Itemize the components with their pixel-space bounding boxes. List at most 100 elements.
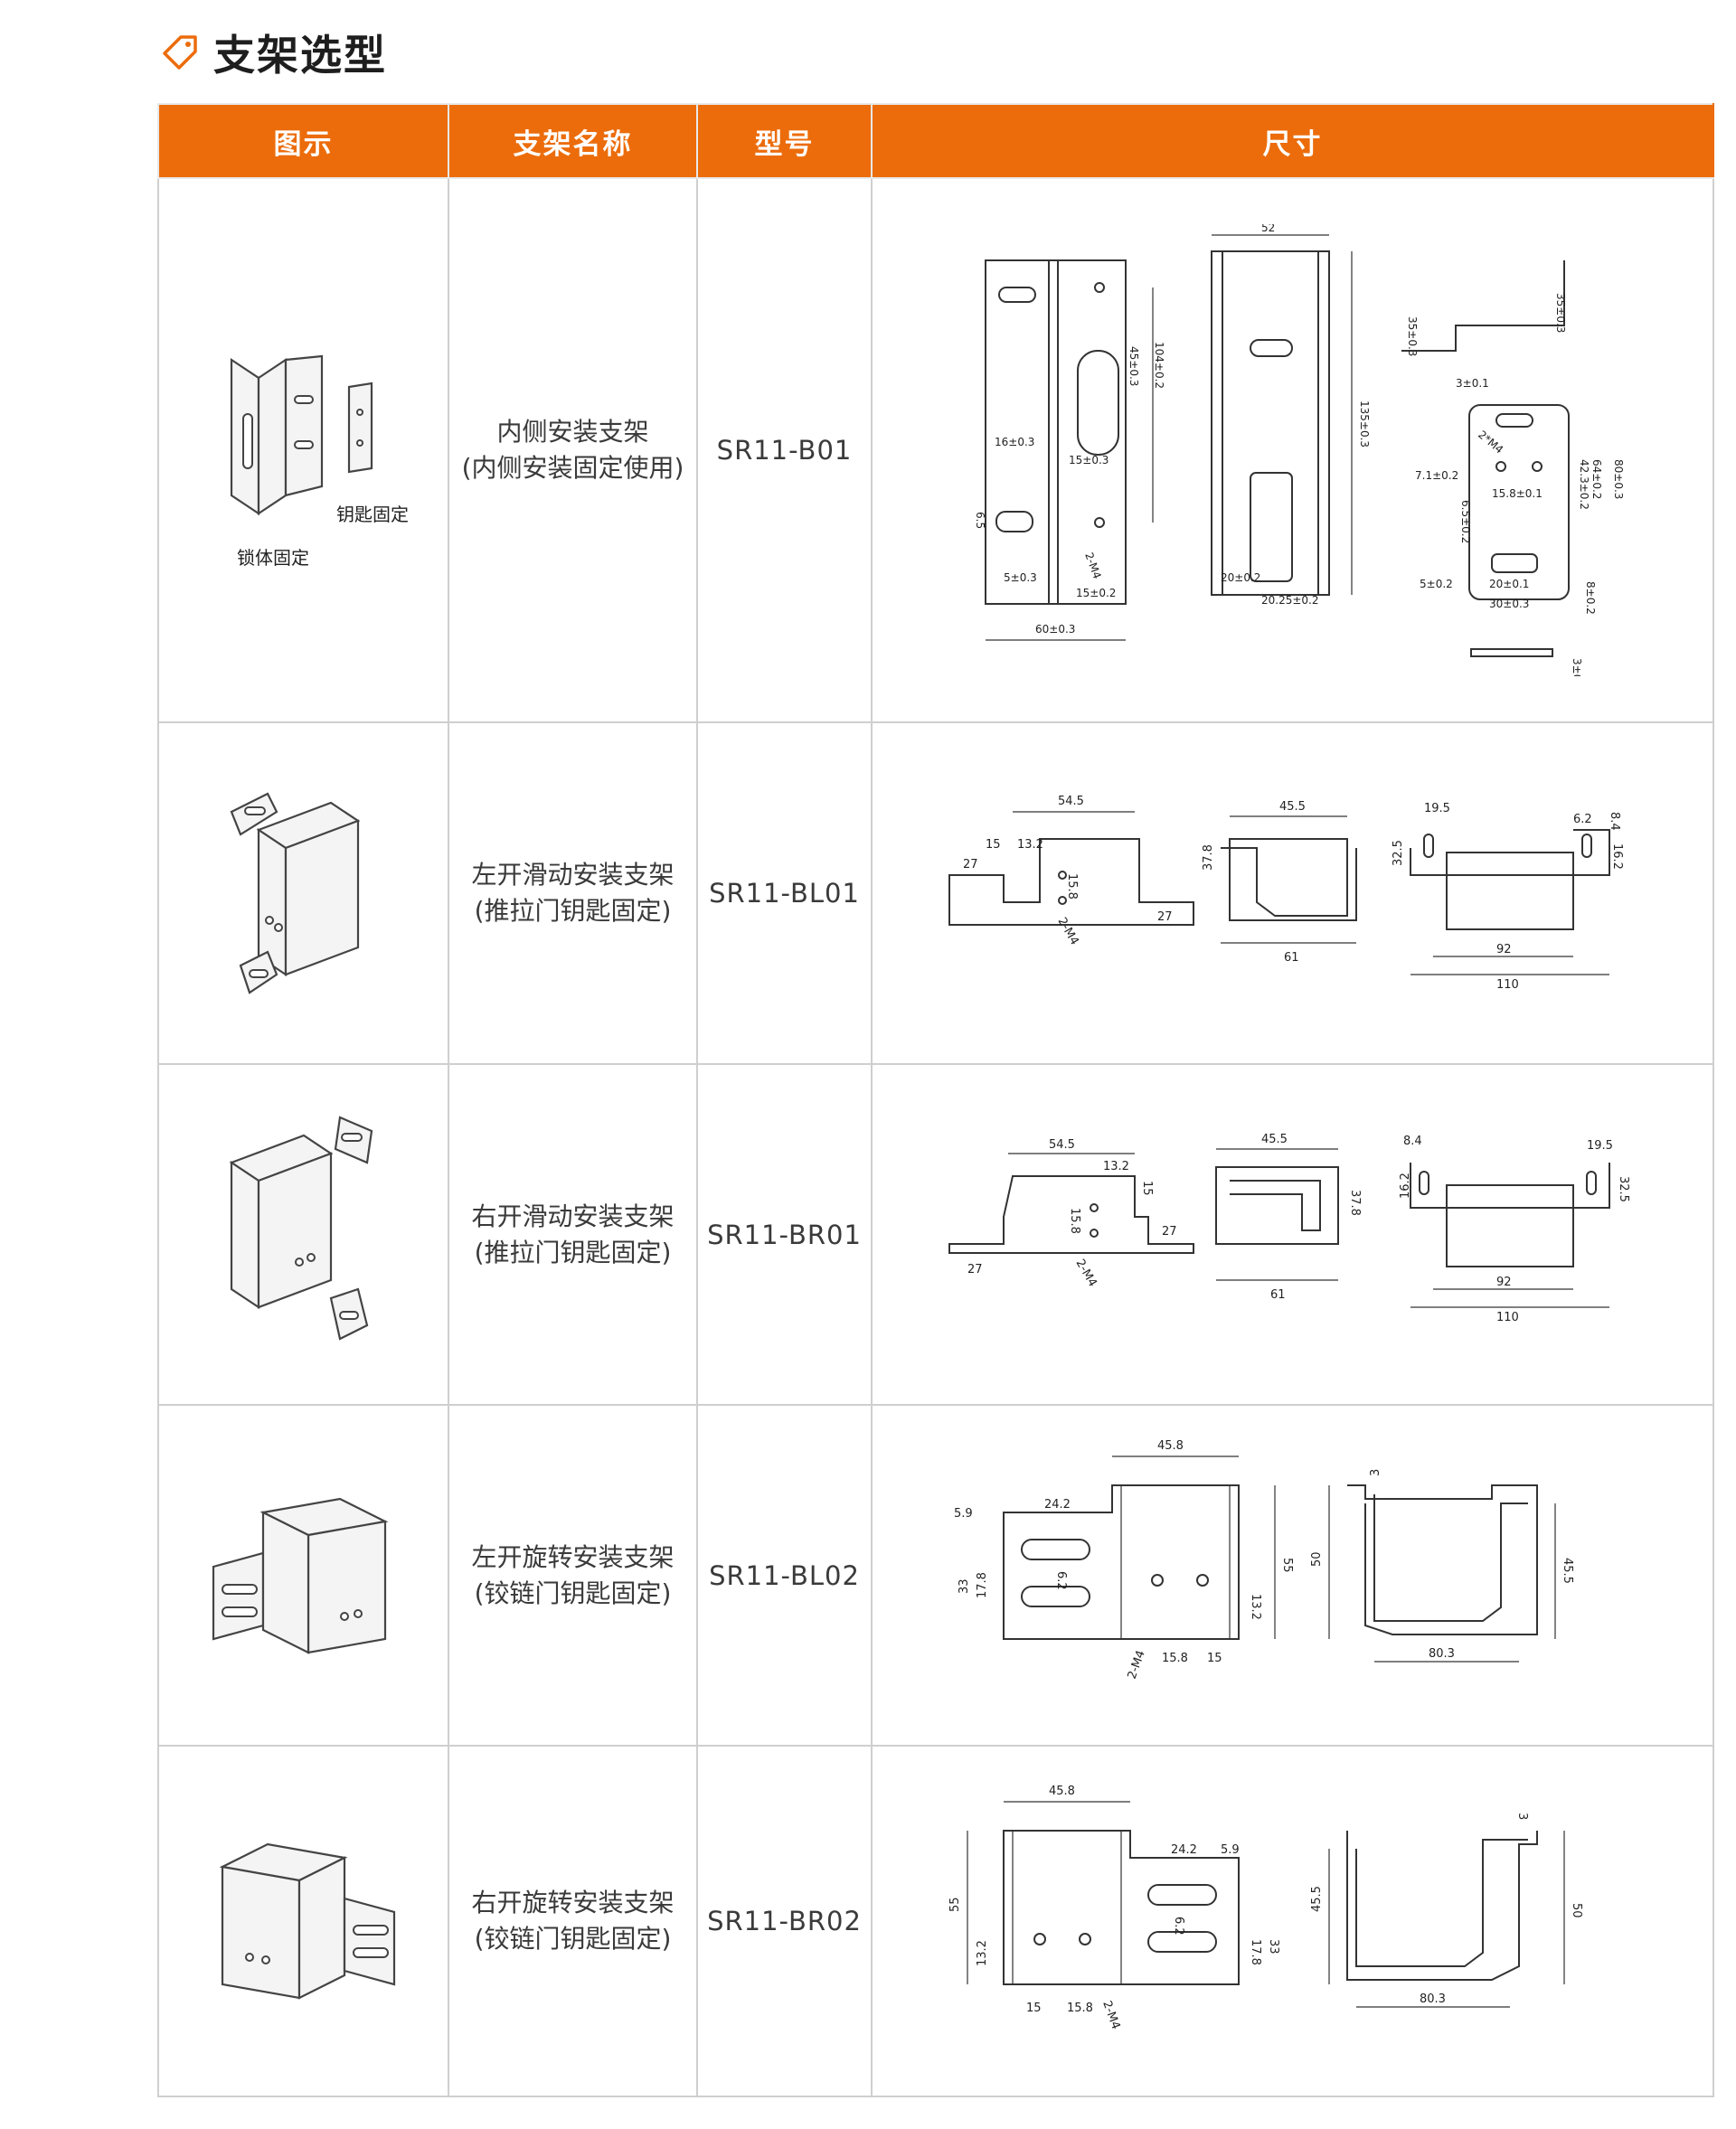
- bracket-name: 左开滑动安装支架: [471, 860, 675, 890]
- left-slide-bracket-illustration: [230, 792, 360, 994]
- bracket-name: 内侧安装支架: [496, 417, 649, 447]
- dim-label: 92: [1496, 1276, 1512, 1289]
- dim-label: 13.2: [1017, 838, 1043, 852]
- dim-label: 17.8: [976, 1572, 989, 1598]
- bracket-name-cell: 右开旋转安装支架 (铰链门钥匙固定): [448, 1745, 698, 2097]
- dim-label: 16±0.3: [995, 436, 1034, 448]
- dimension-drawing: 54.5 15 13.2 27 15.8 2-M4 27 45.5 37.8 6…: [871, 721, 1714, 1065]
- bracket-name-cell: 左开滑动安装支架 (推拉门钥匙固定): [448, 721, 698, 1065]
- header-model: 型号: [696, 103, 873, 179]
- dim-label: 15.8: [1068, 1208, 1081, 1234]
- dim-label: 20±0.1: [1489, 578, 1529, 590]
- dim-label: 15±0.3: [1069, 454, 1109, 466]
- dim-label: 45.8: [1049, 1785, 1075, 1798]
- dim-label: 27: [963, 858, 978, 871]
- model-number: SR11-BL01: [696, 721, 873, 1065]
- dim-label: 20.25±0.2: [1261, 594, 1319, 607]
- bracket-photo: [157, 1063, 449, 1406]
- dim-label: 45.5: [1310, 1886, 1324, 1912]
- dim-label: 6.2: [1054, 1571, 1068, 1590]
- bracket-name: 左开旋转安装支架: [471, 1541, 675, 1572]
- dim-label: 2-M4: [1082, 551, 1103, 580]
- dimension-drawing-br01: 54.5 13.2 15 15.8 27 27 2-M4 45.5 37.8 6…: [948, 1133, 1630, 1324]
- dim-label: 92: [1496, 943, 1512, 956]
- dim-label: 6.2: [1573, 813, 1592, 826]
- dim-label: 5±0.3: [1004, 571, 1037, 584]
- dim-label: 6.5: [974, 512, 986, 529]
- dim-label: 15.8: [1162, 1652, 1188, 1665]
- dim-label: 2*M4: [1476, 429, 1505, 457]
- header-bracket-name: 支架名称: [448, 103, 698, 179]
- section-heading: 支架选型: [159, 25, 387, 80]
- bracket-name-cell: 内侧安装支架 (内侧安装固定使用): [448, 177, 698, 723]
- dim-label: 80.3: [1429, 1647, 1455, 1661]
- dim-label: 37.8: [1202, 844, 1215, 871]
- dim-label: 64±0.2: [1590, 459, 1603, 499]
- dim-label: 3: [1369, 1468, 1382, 1475]
- dim-label: 8.4: [1608, 812, 1621, 831]
- dimension-drawing-bl01: 54.5 15 13.2 27 15.8 2-M4 27 45.5 37.8 6…: [948, 795, 1624, 992]
- dim-label: 24.2: [1044, 1498, 1071, 1512]
- dim-label: 32.5: [1392, 840, 1405, 866]
- dim-label: 55: [1280, 1558, 1294, 1573]
- dim-label: 2-M4: [1072, 1257, 1099, 1289]
- bracket-usage: (推拉门钥匙固定): [474, 1237, 672, 1267]
- dim-label: 80.3: [1420, 1992, 1446, 2006]
- dim-label: 35±0.3: [1554, 293, 1567, 333]
- dim-label: 104±0.2: [1153, 342, 1165, 389]
- dim-label: 2-M4: [1054, 916, 1080, 948]
- dim-label: 24.2: [1171, 1843, 1197, 1857]
- dim-label: 6.2: [1172, 1917, 1185, 1936]
- bracket-usage: (内侧安装固定使用): [461, 453, 684, 483]
- bracket-photo: 锁体固定 钥匙固定: [157, 177, 449, 723]
- dim-label: 15.8: [1067, 2002, 1093, 2015]
- model-number: SR11-BL02: [696, 1404, 873, 1747]
- dim-label: 42.3±0.2: [1578, 459, 1590, 510]
- dimension-drawing: 45.8 55 24.2 5.9 6.2 17.8 33 13.2 15 15.…: [871, 1745, 1714, 2097]
- model-number: SR11-BR02: [696, 1745, 873, 2097]
- bracket-name: 右开滑动安装支架: [471, 1201, 675, 1231]
- dimension-drawing: 52 35±0.3 35±0.3 3±0.1 2*M4 7.1±0.2 15.8…: [871, 177, 1714, 723]
- photo-label-lock-body: 锁体固定: [237, 547, 309, 569]
- dim-label: 15: [1207, 1652, 1222, 1665]
- bracket-name: 右开旋转安装支架: [471, 1888, 675, 1917]
- dim-label: 50: [1310, 1551, 1324, 1567]
- dim-label: 27: [1157, 910, 1173, 924]
- dim-label: 5.9: [1221, 1843, 1240, 1857]
- tag-icon: [163, 35, 197, 70]
- table-row: 右开滑动安装支架 (推拉门钥匙固定) SR11-BR01 5: [157, 1063, 1714, 1406]
- dim-label: 80±0.3: [1612, 459, 1625, 499]
- bracket-usage: (推拉门钥匙固定): [474, 896, 672, 926]
- dim-label: 110: [1496, 978, 1519, 992]
- table-row: 左开旋转安装支架 (铰链门钥匙固定) SR11-BL02 45.8: [157, 1404, 1714, 1747]
- dim-label: 3±0.1: [1571, 658, 1583, 676]
- bracket-selection-table: 图示 支架名称 型号 尺寸 锁体固定 钥匙固定: [157, 103, 1714, 2097]
- bracket-name-cell: 左开旋转安装支架 (铰链门钥匙固定): [448, 1404, 698, 1747]
- dim-label: 52: [1261, 224, 1275, 234]
- dim-label: 45.5: [1261, 1133, 1288, 1146]
- dim-label: 45.5: [1279, 800, 1306, 814]
- dim-label: 45.8: [1157, 1439, 1184, 1453]
- dim-label: 33: [958, 1578, 971, 1594]
- dimension-drawing-br02: 45.8 55 24.2 5.9 6.2 17.8 33 13.2 15 15.…: [948, 1785, 1583, 2031]
- dim-label: 15±0.2: [1076, 587, 1116, 599]
- dim-label: 7.1±0.2: [1415, 469, 1458, 482]
- dim-label: 61: [1284, 951, 1299, 965]
- dim-label: 13.2: [976, 1940, 989, 1966]
- dim-label: 19.5: [1424, 802, 1450, 815]
- right-slide-bracket-illustration: [229, 1115, 373, 1341]
- dimension-drawing-b01: 52 35±0.3 35±0.3 3±0.1 2*M4 7.1±0.2 15.8…: [974, 224, 1625, 676]
- dim-label: 5.9: [954, 1507, 973, 1521]
- dimension-drawing: 54.5 13.2 15 15.8 27 27 2-M4 45.5 37.8 6…: [871, 1063, 1714, 1406]
- bracket-name-cell: 右开滑动安装支架 (推拉门钥匙固定): [448, 1063, 698, 1406]
- dim-label: 15: [1026, 2002, 1042, 2015]
- dim-label: 15.8±0.1: [1492, 487, 1543, 500]
- dim-label: 17.8: [1249, 1939, 1262, 1965]
- right-rotate-bracket-illustration: [219, 1842, 395, 2000]
- dim-label: 16.2: [1399, 1173, 1412, 1199]
- left-rotate-bracket-illustration: [212, 1497, 388, 1654]
- table-header-row: 图示 支架名称 型号 尺寸: [157, 103, 1714, 179]
- dim-label: 15: [1140, 1181, 1154, 1196]
- dim-label: 32.5: [1617, 1176, 1630, 1202]
- bracket-photo: [157, 1404, 449, 1747]
